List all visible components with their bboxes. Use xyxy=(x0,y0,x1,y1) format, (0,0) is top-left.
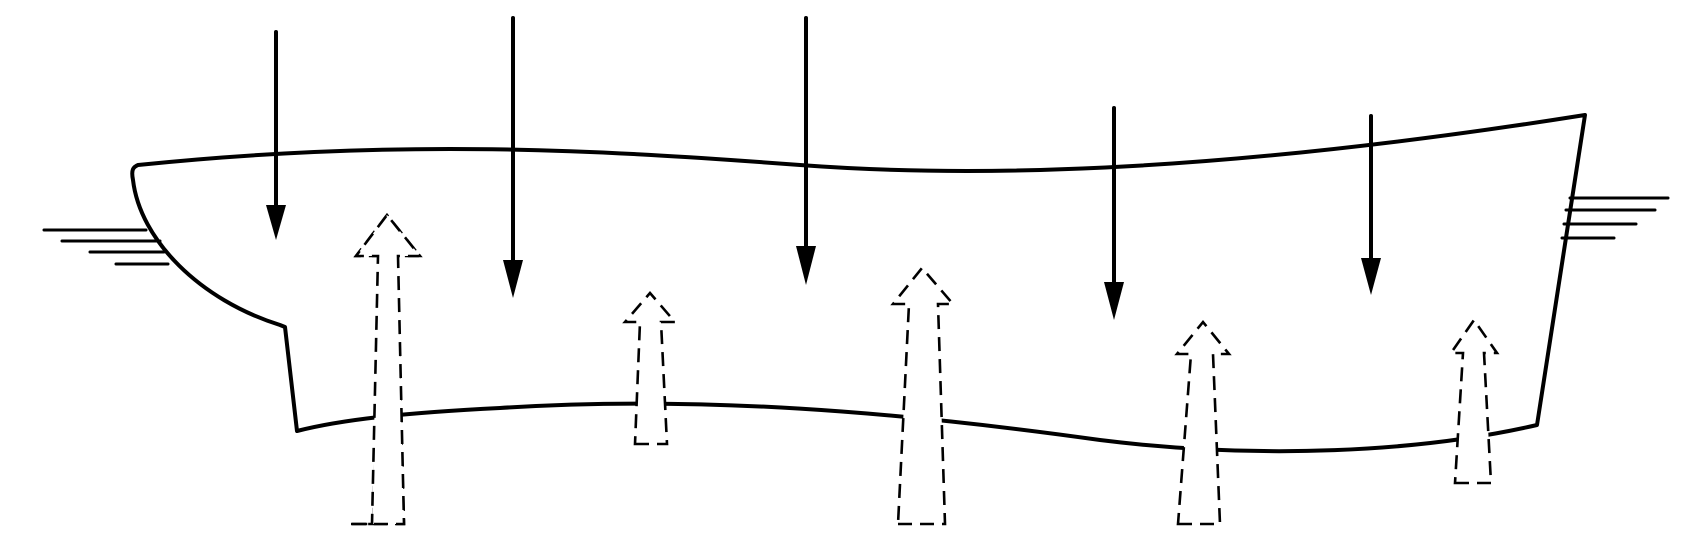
arrow-up-outline-icon xyxy=(622,291,678,446)
ship-hull-outline xyxy=(130,113,1587,454)
waterline-left xyxy=(42,228,170,266)
arrow-up-outline-icon xyxy=(1174,319,1232,526)
arrow-up-outline-icon xyxy=(352,212,423,526)
arrow-up-outline-icon xyxy=(1448,317,1500,485)
weight-arrows xyxy=(266,16,1381,320)
arrow-down-icon xyxy=(796,16,816,285)
arrow-down-icon xyxy=(266,30,286,240)
arrow-up-outline-icon xyxy=(890,265,956,526)
buoyancy-arrows xyxy=(351,212,1500,526)
arrow-down-icon xyxy=(1104,106,1124,320)
arrow-down-icon xyxy=(503,16,523,298)
waterline-right xyxy=(1560,196,1670,240)
arrow-down-icon xyxy=(1361,114,1381,295)
